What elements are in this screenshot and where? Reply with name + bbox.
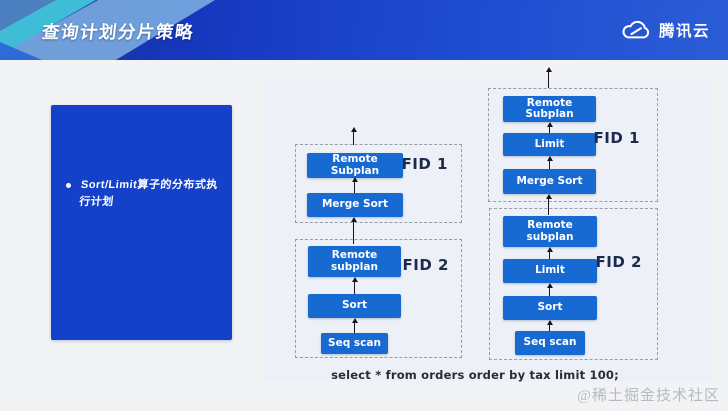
slide-header: 查询计划分片策略 腾讯云: [0, 0, 728, 60]
arrow-up-icon: [544, 194, 553, 215]
fid-group-1-left: Remote Subplan Merge Sort FID 1: [295, 144, 462, 223]
arrow-up-icon: [545, 156, 554, 169]
fid-group-1-right: Remote Subplan Limit Merge Sort FID 1: [488, 88, 658, 202]
fid-label: FID 2: [595, 253, 642, 271]
plan-node-label: Limit: [534, 137, 565, 150]
arrow-up-icon: [350, 318, 359, 333]
arrow-up-icon: [545, 247, 554, 259]
arrow-up-icon: [350, 277, 359, 294]
plan-node: Remote Subplan: [307, 153, 403, 178]
plan-node: Remote subplan: [503, 216, 597, 247]
plan-node: Remote Subplan: [503, 96, 596, 122]
brand-logo: 腾讯云: [620, 0, 710, 60]
arrow-up-icon: [545, 122, 554, 133]
brand-name: 腾讯云: [658, 23, 710, 40]
plan-node: Limit: [503, 259, 597, 283]
fid-group-2-left: Remote subplan Sort Seq scan FID 2: [295, 239, 462, 358]
arrow-up-icon: [349, 127, 358, 145]
page-title: 查询计划分片策略: [40, 22, 196, 42]
watermark: @稀土掘金技术社区: [577, 388, 720, 404]
plan-node-label: Sort: [342, 299, 367, 312]
plan-node-label: Remote Subplan: [525, 96, 574, 120]
arrow-up-icon: [545, 320, 554, 331]
plan-node: Seq scan: [321, 333, 388, 354]
fid-group-2-right: Remote subplan Limit Sort Seq scan FID 2: [489, 208, 658, 360]
plan-node-label: Merge Sort: [321, 198, 388, 211]
cloud-icon: [622, 20, 650, 38]
arrow-up-icon: [350, 177, 359, 193]
bullet-dot: [66, 183, 71, 188]
bullet-item: Sort/Limit算子的分布式执行计划: [66, 177, 220, 211]
arrow-up-icon: [544, 67, 553, 88]
plan-node: Seq scan: [515, 331, 585, 355]
plan-node-label: Limit: [535, 264, 565, 277]
plan-node: Remote subplan: [308, 246, 401, 277]
plan-node-label: Sort: [537, 301, 563, 314]
key-point-panel: Sort/Limit算子的分布式执行计划: [51, 105, 232, 340]
arrow-up-icon: [545, 283, 554, 296]
plan-node-label: Seq scan: [328, 336, 381, 349]
plan-node-label: Merge Sort: [516, 174, 583, 187]
plan-node: Merge Sort: [307, 193, 403, 217]
fid-label: FID 1: [593, 129, 640, 147]
sql-caption: select * from orders order by tax limit …: [331, 368, 619, 382]
plan-node-label: Remote subplan: [526, 219, 574, 243]
fid-label: FID 2: [402, 256, 449, 274]
plan-node: Limit: [503, 133, 596, 156]
fid-label: FID 1: [401, 155, 448, 173]
plan-node-label: Remote Subplan: [330, 153, 380, 177]
plan-node-label: Seq scan: [523, 336, 577, 349]
bullet-text: Sort/Limit算子的分布式执行计划: [78, 179, 219, 208]
arrow-up-icon: [349, 217, 358, 244]
plan-node: Sort: [308, 294, 401, 318]
plan-node-label: Remote subplan: [331, 249, 378, 273]
plan-node: Merge Sort: [503, 169, 596, 194]
plan-node: Sort: [503, 296, 597, 320]
